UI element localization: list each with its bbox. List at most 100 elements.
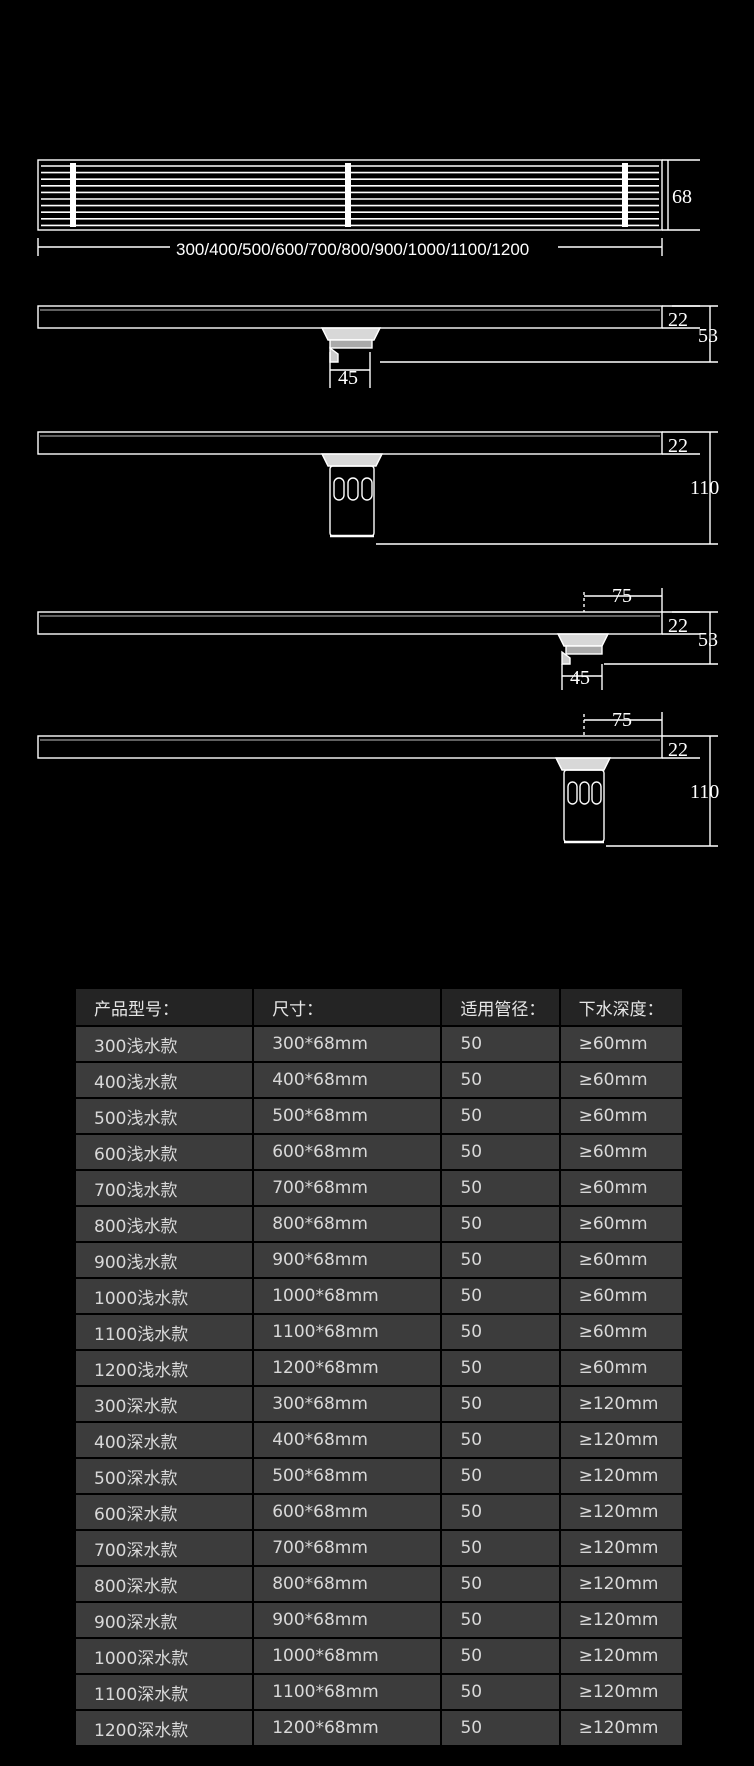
cell-depth: ≥120mm <box>560 1711 682 1745</box>
cell-model: 800浅水款 <box>76 1207 253 1241</box>
cell-depth: ≥60mm <box>560 1099 682 1133</box>
cell-size: 1000*68mm <box>254 1639 441 1673</box>
cell-pipe: 50 <box>442 1063 559 1097</box>
header-model: 产品型号： <box>76 989 253 1025</box>
dim-pipe-2: 45 <box>570 667 590 689</box>
cell-pipe: 50 <box>442 1243 559 1277</box>
cell-size: 600*68mm <box>254 1135 441 1169</box>
cell-pipe: 50 <box>442 1531 559 1565</box>
cell-pipe: 50 <box>442 1387 559 1421</box>
cell-model: 800深水款 <box>76 1567 253 1601</box>
cell-size: 700*68mm <box>254 1171 441 1205</box>
cell-size: 500*68mm <box>254 1099 441 1133</box>
cell-depth: ≥60mm <box>560 1207 682 1241</box>
cell-depth: ≥120mm <box>560 1675 682 1709</box>
cell-model: 400浅水款 <box>76 1063 253 1097</box>
cell-size: 1200*68mm <box>254 1711 441 1745</box>
dim-offset-1: 75 <box>612 585 632 607</box>
outlet-deep-center <box>320 453 384 538</box>
cell-model: 1100深水款 <box>76 1675 253 1709</box>
cell-size: 1000*68mm <box>254 1279 441 1313</box>
cell-model: 400深水款 <box>76 1423 253 1457</box>
cell-size: 500*68mm <box>254 1459 441 1493</box>
cell-pipe: 50 <box>442 1675 559 1709</box>
cell-model: 1000浅水款 <box>76 1279 253 1313</box>
cell-depth: ≥120mm <box>560 1387 682 1421</box>
cell-depth: ≥60mm <box>560 1243 682 1277</box>
dim-offset-2: 75 <box>612 709 632 731</box>
cell-model: 1200深水款 <box>76 1711 253 1745</box>
cell-pipe: 50 <box>442 1351 559 1385</box>
cell-size: 400*68mm <box>254 1423 441 1457</box>
outlet-shallow-center <box>320 327 382 363</box>
cell-depth: ≥120mm <box>560 1459 682 1493</box>
cell-pipe: 50 <box>442 1099 559 1133</box>
cell-size: 600*68mm <box>254 1495 441 1529</box>
cell-size: 1100*68mm <box>254 1315 441 1349</box>
channel-side-shallow <box>37 305 663 329</box>
header-size: 尺寸： <box>254 989 441 1025</box>
outlet-shallow-end <box>556 633 610 665</box>
cell-model: 900深水款 <box>76 1603 253 1637</box>
cell-model: 1000深水款 <box>76 1639 253 1673</box>
dim-total-2: 110 <box>690 477 719 499</box>
cell-depth: ≥60mm <box>560 1351 682 1385</box>
grate-top-view <box>37 159 663 231</box>
cell-model: 1100浅水款 <box>76 1315 253 1349</box>
dim-grate-height: 68 <box>672 186 692 208</box>
header-pipe-diameter: 适用管径： <box>442 989 559 1025</box>
cell-depth: ≥60mm <box>560 1171 682 1205</box>
cell-depth: ≥120mm <box>560 1639 682 1673</box>
dim-channel-depth-2: 22 <box>668 435 688 457</box>
cell-pipe: 50 <box>442 1459 559 1493</box>
cell-size: 300*68mm <box>254 1387 441 1421</box>
cell-pipe: 50 <box>442 1567 559 1601</box>
channel-side-shallow-end <box>37 611 663 635</box>
dim-channel-depth-4: 22 <box>668 739 688 761</box>
channel-side-deep-end <box>37 735 663 759</box>
dim-total-4: 110 <box>690 781 719 803</box>
cell-model: 500深水款 <box>76 1459 253 1493</box>
cell-depth: ≥120mm <box>560 1603 682 1637</box>
cell-pipe: 50 <box>442 1603 559 1637</box>
dim-channel-depth-3: 22 <box>668 615 688 637</box>
cell-pipe: 50 <box>442 1135 559 1169</box>
channel-side-deep <box>37 431 663 455</box>
cell-size: 700*68mm <box>254 1531 441 1565</box>
header-drain-depth: 下水深度： <box>560 989 682 1025</box>
dim-length-range: 300/400/500/600/700/800/900/1000/1100/12… <box>176 240 529 259</box>
cell-pipe: 50 <box>442 1207 559 1241</box>
drain-dimension-drawing: 68 300/400/500/600/700/800/900/1000/1100… <box>37 159 719 847</box>
cell-size: 1100*68mm <box>254 1675 441 1709</box>
cell-depth: ≥120mm <box>560 1423 682 1457</box>
cell-model: 300深水款 <box>76 1387 253 1421</box>
cell-depth: ≥60mm <box>560 1027 682 1061</box>
cell-depth: ≥60mm <box>560 1315 682 1349</box>
cell-model: 600深水款 <box>76 1495 253 1529</box>
cell-depth: ≥60mm <box>560 1135 682 1169</box>
outlet-deep-end <box>554 757 612 844</box>
cell-model: 500浅水款 <box>76 1099 253 1133</box>
cell-size: 800*68mm <box>254 1207 441 1241</box>
cell-model: 300浅水款 <box>76 1027 253 1061</box>
cell-pipe: 50 <box>442 1711 559 1745</box>
